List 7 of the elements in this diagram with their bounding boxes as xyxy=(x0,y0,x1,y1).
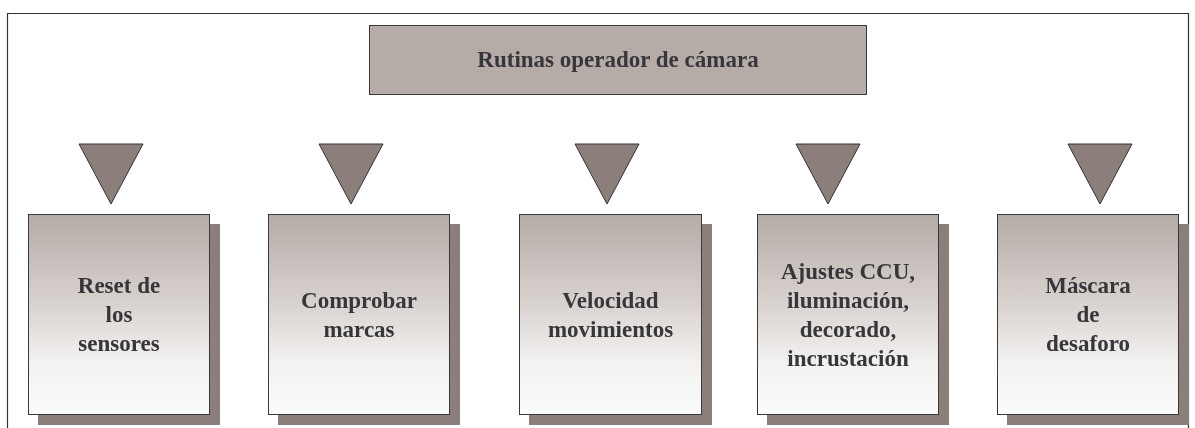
box-label: Reset de los sensores xyxy=(76,272,162,358)
title-box xyxy=(369,25,867,95)
box-label: Ajustes CCU, iluminación, decorado, incrustación xyxy=(779,257,917,373)
title-text: Rutinas operador de cámara xyxy=(477,47,759,73)
box-label: Comprobar marcas xyxy=(300,286,418,344)
box-label: Máscara de desaforo xyxy=(1044,272,1132,358)
box-label: Velocidad movimientos xyxy=(546,286,675,344)
